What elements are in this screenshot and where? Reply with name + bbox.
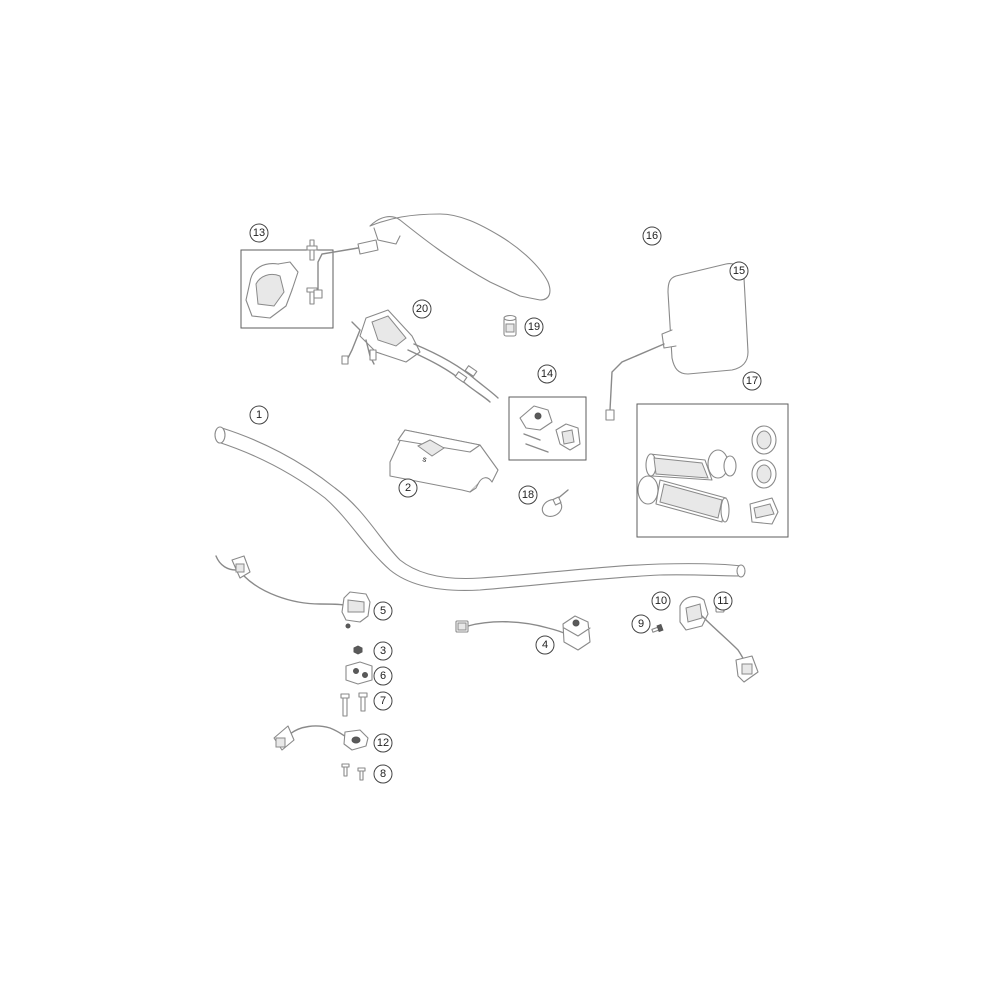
svg-text:20: 20 <box>416 303 428 315</box>
svg-text:2: 2 <box>405 482 411 494</box>
handlebar-pad: S <box>389 429 499 493</box>
callout-9: 9 <box>631 614 651 634</box>
mirror-adapter <box>503 314 517 337</box>
kill-switch <box>273 725 369 751</box>
svg-text:6: 6 <box>380 670 386 682</box>
callout-4: 4 <box>535 635 555 655</box>
mirror-right <box>605 263 749 421</box>
callouts: 1 2 3 4 5 6 7 8 9 10 11 12 13 14 15 16 1… <box>249 223 762 784</box>
throttle-assembly <box>341 309 499 403</box>
handlebar <box>214 426 746 591</box>
callout-5: 5 <box>373 601 393 621</box>
callout-11: 11 <box>713 591 733 611</box>
callout-7: 7 <box>373 691 393 711</box>
screw-9 <box>651 623 664 633</box>
svg-text:10: 10 <box>655 595 667 607</box>
callout-17: 17 <box>742 371 762 391</box>
callout-19: 19 <box>524 317 544 337</box>
svg-text:19: 19 <box>528 321 540 333</box>
svg-text:16: 16 <box>646 230 658 242</box>
mirror-left <box>313 213 551 301</box>
callout-3: 3 <box>373 641 393 661</box>
screws-8 <box>341 763 366 781</box>
svg-text:15: 15 <box>733 265 745 277</box>
svg-text:13: 13 <box>253 227 265 239</box>
svg-text:5: 5 <box>380 605 386 617</box>
callout-18: 18 <box>518 485 538 505</box>
left-switch <box>455 615 591 651</box>
throttle-housing <box>215 555 371 629</box>
clamp <box>345 661 373 685</box>
svg-text:11: 11 <box>717 595 728 607</box>
switch-11 <box>701 597 759 683</box>
svg-text:9: 9 <box>638 618 644 630</box>
svg-text:1: 1 <box>256 409 262 421</box>
pad-brand-mark: S <box>421 457 427 464</box>
part-13-box <box>240 239 334 329</box>
callout-1: 1 <box>249 405 269 425</box>
clamp-10 <box>679 596 709 631</box>
callout-2: 2 <box>398 478 418 498</box>
svg-text:4: 4 <box>542 639 548 651</box>
callout-10: 10 <box>651 591 671 611</box>
callout-20: 20 <box>412 299 432 319</box>
svg-text:7: 7 <box>380 695 386 707</box>
svg-text:12: 12 <box>377 737 389 749</box>
svg-text:18: 18 <box>522 489 534 501</box>
cable-tie <box>541 489 569 517</box>
callout-15: 15 <box>729 261 749 281</box>
callout-6: 6 <box>373 666 393 686</box>
part-14-box <box>508 396 587 461</box>
svg-text:8: 8 <box>380 768 386 780</box>
callout-14: 14 <box>537 364 557 384</box>
callout-8: 8 <box>373 764 393 784</box>
nut <box>353 645 363 655</box>
svg-text:14: 14 <box>541 368 553 380</box>
svg-text:17: 17 <box>746 375 758 387</box>
svg-text:3: 3 <box>380 645 386 657</box>
callout-16: 16 <box>642 226 662 246</box>
part-17-box <box>636 403 789 538</box>
screws-7 <box>340 692 368 717</box>
callout-13: 13 <box>249 223 269 243</box>
callout-12: 12 <box>373 733 393 753</box>
